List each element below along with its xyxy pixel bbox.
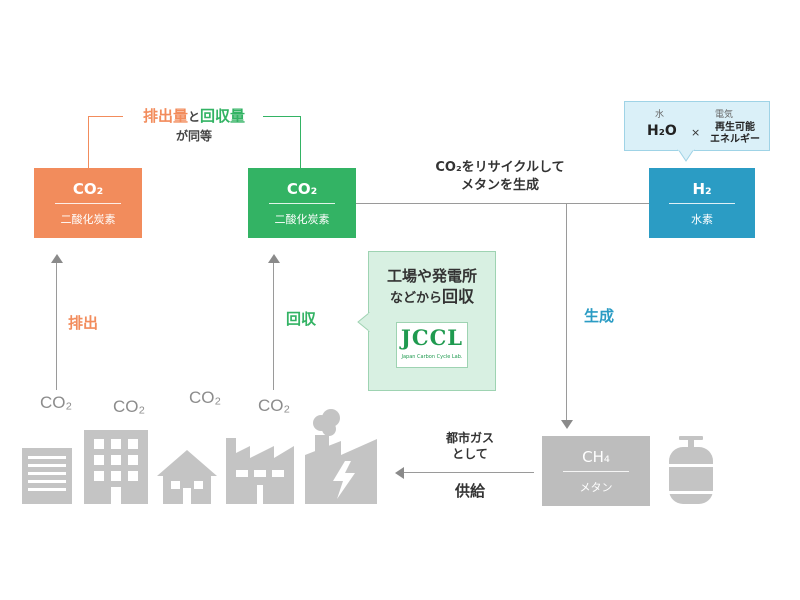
hydrogen-formula: H₂ <box>692 180 712 198</box>
generate-arrowhead <box>561 420 573 429</box>
generate-line <box>566 203 567 422</box>
bracket-left-vertical <box>88 116 89 168</box>
divider <box>669 203 735 204</box>
city-gas-label: 都市ガス として <box>430 430 510 462</box>
supply-arrowhead <box>395 467 404 479</box>
water-small-label: 水 <box>655 110 665 120</box>
renewable-line1: 再生可能 <box>715 122 755 133</box>
supply-arrow-line <box>404 472 534 473</box>
equal-amount-label: 排出量と回収量 が同等 <box>128 106 260 145</box>
co2-label: CO₂ <box>113 397 146 416</box>
methane-name: メタン <box>579 481 613 494</box>
bubble-tail <box>677 149 695 162</box>
emit-arrowhead <box>51 254 63 263</box>
co2-label: CO₂ <box>258 396 291 415</box>
factory-icon <box>226 438 294 504</box>
callout-line2-prefix: などから <box>389 291 442 306</box>
callout-line2-emph: 回収 <box>442 287 475 306</box>
divider <box>269 203 335 204</box>
callout-tail <box>357 312 370 332</box>
office-building-icon <box>22 448 72 504</box>
co2-captured-box: CO₂ 二酸化炭素 <box>248 168 356 238</box>
city-gas-line1: 都市ガス <box>445 431 494 445</box>
recycle-connector-line <box>356 203 649 204</box>
bracket-right-horizontal <box>263 116 301 117</box>
electricity-small-label: 電気 <box>715 110 734 120</box>
emit-arrow-line <box>56 262 57 390</box>
gas-cylinder-icon <box>669 436 713 504</box>
house-icon <box>157 450 217 504</box>
equivalent-text: が同等 <box>175 129 212 143</box>
capture-arrowhead <box>268 254 280 263</box>
recycle-label-line2: メタンを生成 <box>460 178 539 193</box>
co2-emitted-box: CO₂ 二酸化炭素 <box>34 168 142 238</box>
callout-line2: などから回収 <box>369 286 495 310</box>
city-gas-line2: として <box>452 447 488 461</box>
renewable-line2: エネルギー <box>710 134 760 145</box>
apartment-building-icon <box>84 430 148 504</box>
jccl-callout: 工場や発電所 などから回収 JCCL Japan Carbon Cycle La… <box>368 251 496 391</box>
emission-amount-text: 排出量 <box>142 107 188 125</box>
bracket-left-horizontal <box>88 116 123 117</box>
co2-captured-formula: CO₂ <box>286 180 318 198</box>
bracket-right-vertical <box>300 116 301 168</box>
methane-box: CH₄ メタン <box>542 436 650 506</box>
hydrogen-box: H₂ 水素 <box>649 168 755 238</box>
jccl-logo-subtext: Japan Carbon Cycle Lab. <box>401 354 463 360</box>
recycle-label-line1: CO₂をリサイクルして <box>435 160 565 175</box>
power-plant-icon <box>305 409 377 504</box>
recycle-label: CO₂をリサイクルして メタンを生成 <box>400 159 600 195</box>
water-formula: H₂O <box>647 123 677 139</box>
capture-arrow-line <box>273 262 274 390</box>
co2-label: CO₂ <box>40 393 73 412</box>
co2-emitted-formula: CO₂ <box>72 180 104 198</box>
hydrogen-source-bubble: 水 電気 H₂O × 再生可能 エネルギー <box>624 101 770 151</box>
capture-amount-text: 回収量 <box>200 107 246 125</box>
and-text: と <box>187 110 200 124</box>
callout-line1: 工場や発電所 <box>386 267 477 285</box>
hydrogen-name: 水素 <box>691 213 713 226</box>
divider <box>55 203 121 204</box>
times-symbol: × <box>691 126 701 139</box>
co2-captured-name: 二酸化炭素 <box>274 213 330 226</box>
methane-formula: CH₄ <box>582 448 610 466</box>
generate-label: 生成 <box>584 307 615 325</box>
co2-label: CO₂ <box>189 388 222 407</box>
co2-emitted-name: 二酸化炭素 <box>60 213 116 226</box>
jccl-logo-text: JCCL <box>400 325 464 350</box>
jccl-logo: JCCL Japan Carbon Cycle Lab. <box>396 322 468 368</box>
capture-label: 回収 <box>286 310 317 328</box>
renewable-energy-label: 再生可能 エネルギー <box>705 122 765 146</box>
emit-label: 排出 <box>68 314 99 332</box>
supply-label: 供給 <box>454 482 485 500</box>
divider <box>563 471 629 472</box>
